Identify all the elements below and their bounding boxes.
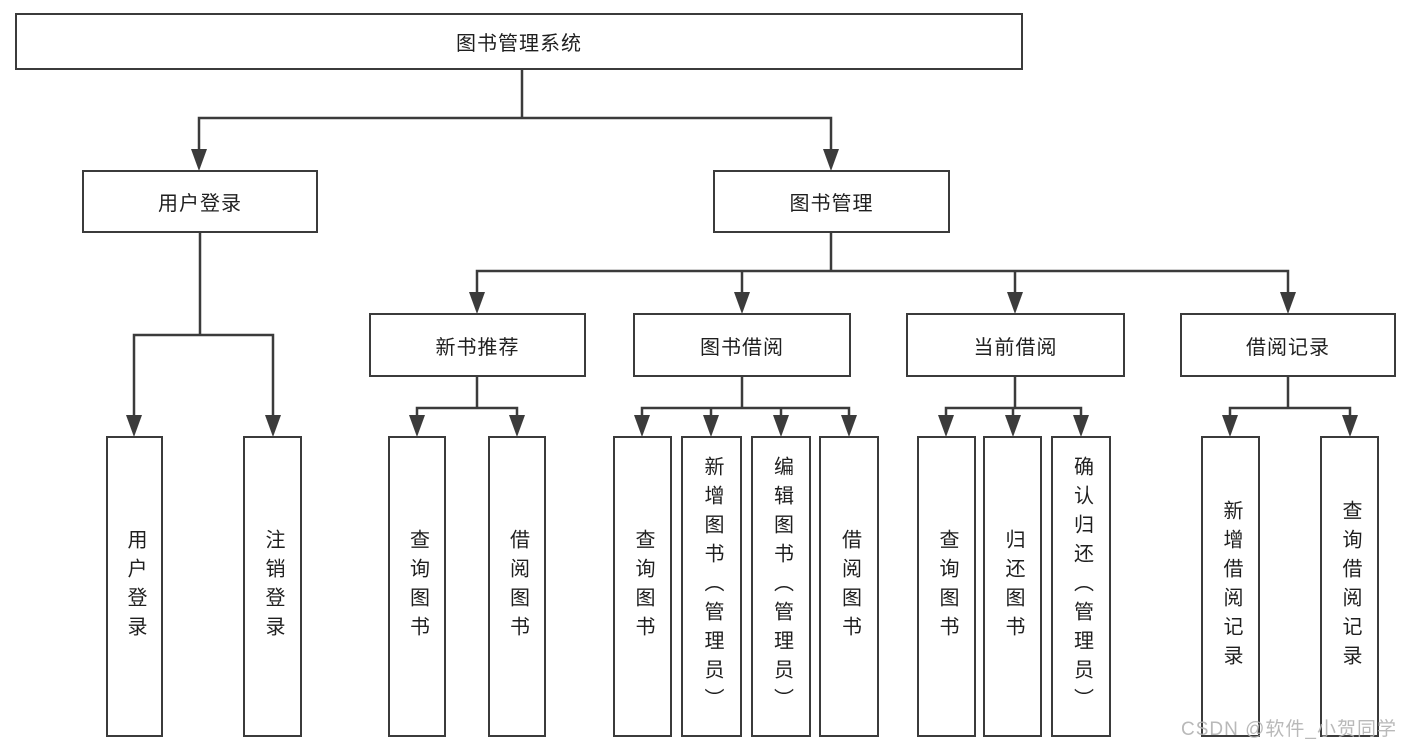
- leaf-query-borrow-record: 查询借阅记录: [1320, 436, 1379, 737]
- leaf-edit-books-admin: 编辑图书（管理员）: [751, 436, 811, 737]
- node-label: 图书管理: [789, 193, 874, 215]
- node-label: 借阅图书: [838, 528, 861, 645]
- edge-root-to-level2: [191, 67, 839, 171]
- leaf-borrow-books-1: 借阅图书: [488, 436, 546, 737]
- node-new-book-recommend: 新书推荐: [369, 313, 586, 377]
- node-label: 借阅记录: [1246, 336, 1330, 359]
- leaf-query-books-2: 查询图书: [613, 436, 672, 737]
- node-book-management: 图书管理: [713, 170, 950, 233]
- leaf-query-books-3: 查询图书: [917, 436, 976, 737]
- node-label: 新书推荐: [435, 336, 520, 359]
- leaf-user-login: 用户登录: [106, 436, 163, 737]
- edge-borrowrecord-to-leaves: [1222, 375, 1358, 437]
- node-user-login-group: 用户登录: [82, 170, 318, 233]
- node-label: 新增借阅记录: [1220, 499, 1242, 674]
- node-current-borrowing: 当前借阅: [906, 313, 1125, 377]
- node-label: 用户登录: [124, 528, 146, 645]
- node-label: 当前借阅: [973, 336, 1058, 359]
- leaf-add-books-admin: 新增图书（管理员）: [681, 436, 742, 737]
- leaf-add-borrow-record: 新增借阅记录: [1201, 436, 1260, 737]
- leaf-confirm-return-admin: 确认归还（管理员）: [1051, 436, 1111, 737]
- edge-bookmgmt-to-level3: [469, 231, 1296, 314]
- node-label: 借阅图书: [506, 528, 529, 645]
- node-label: 归还图书: [1002, 528, 1024, 645]
- node-label: 用户登录: [158, 193, 242, 215]
- edge-bookborrow-to-leaves: [634, 375, 857, 437]
- node-label: 查询图书: [936, 528, 958, 645]
- node-label: 图书管理系统: [456, 33, 582, 55]
- node-label: 查询图书: [632, 528, 654, 645]
- leaf-borrow-books-2: 借阅图书: [819, 436, 879, 737]
- edge-currentborrow-to-leaves: [938, 375, 1089, 437]
- leaf-query-books-1: 查询图书: [388, 436, 446, 737]
- edge-userlogin-to-leaves: [126, 231, 281, 437]
- node-label: 查询图书: [406, 528, 429, 645]
- node-label: 确认归还（管理员）: [1070, 456, 1093, 717]
- leaf-return-books: 归还图书: [983, 436, 1042, 737]
- node-label: 图书借阅: [700, 336, 784, 359]
- node-label: 注销登录: [262, 528, 284, 645]
- node-book-borrowing: 图书借阅: [633, 313, 851, 377]
- node-label: 新增图书（管理员）: [701, 456, 723, 717]
- edge-newbookrec-to-leaves: [409, 375, 525, 437]
- node-label: 查询借阅记录: [1339, 499, 1361, 674]
- node-borrowing-records: 借阅记录: [1180, 313, 1396, 377]
- node-root: 图书管理系统: [15, 13, 1023, 70]
- leaf-logout: 注销登录: [243, 436, 302, 737]
- node-label: 编辑图书（管理员）: [770, 456, 793, 717]
